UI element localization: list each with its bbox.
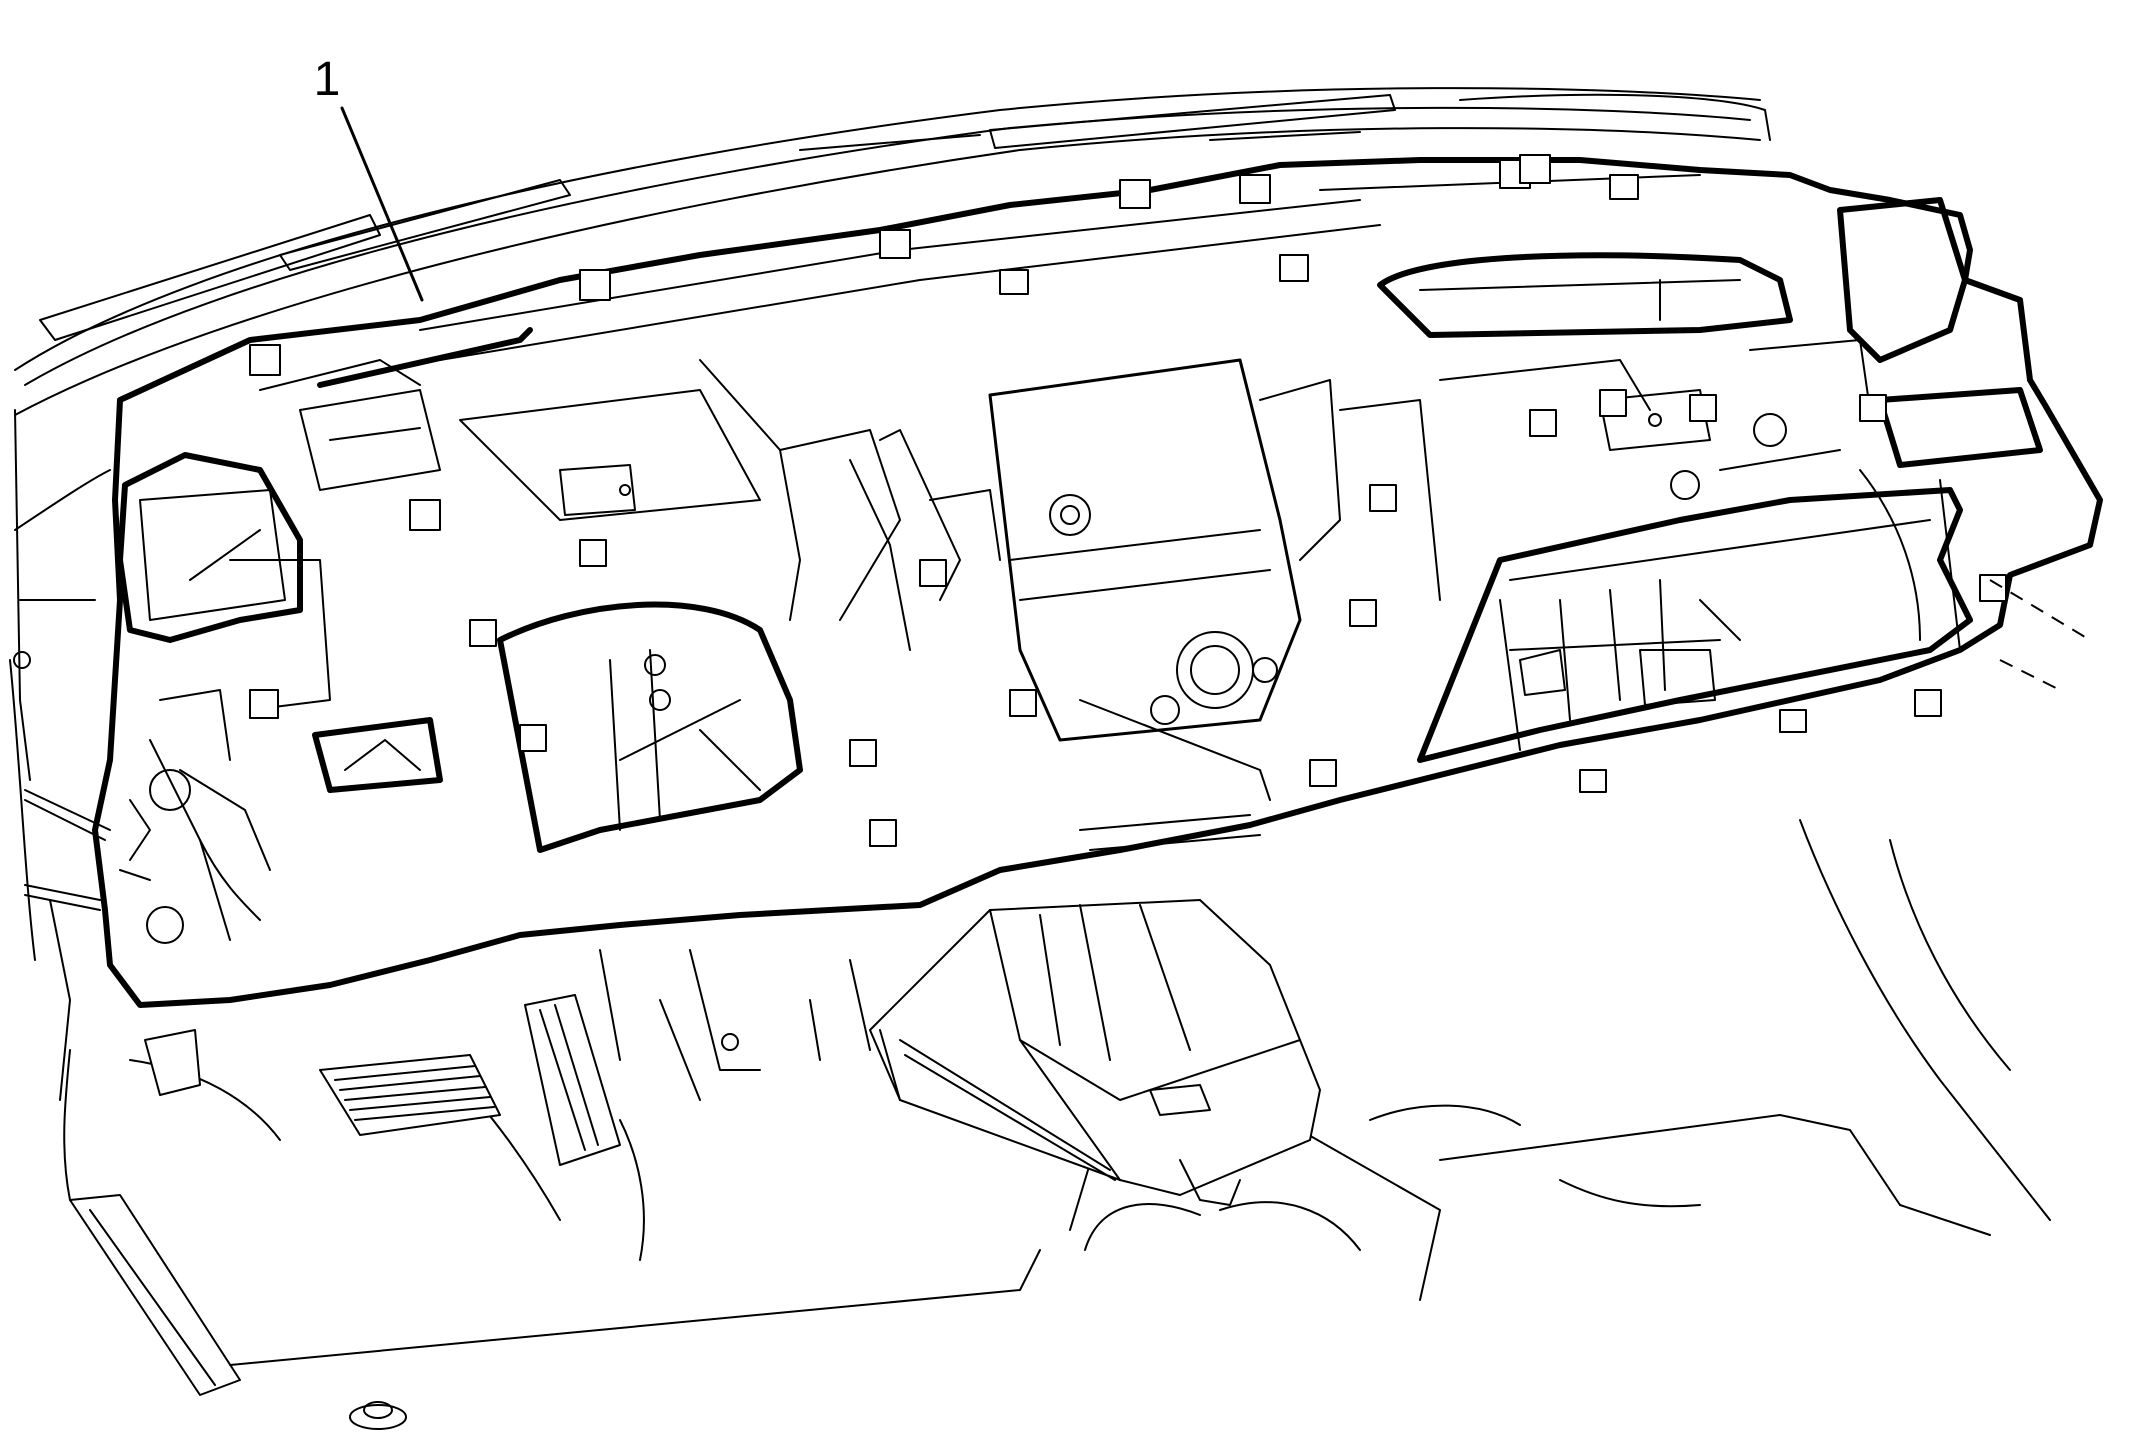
- left-a-pillar: [9, 409, 111, 1101]
- windshield-cowl: [14, 87, 1771, 416]
- pedals: [144, 994, 621, 1166]
- instrument-panel-carrier: [24, 154, 2103, 1008]
- callout-1-label: 1: [314, 53, 341, 106]
- mounting-tabs: [249, 154, 2007, 847]
- center-floor-module: [689, 899, 1321, 1206]
- callout-1: 1: [314, 53, 424, 302]
- floor-pan: [63, 819, 2051, 1430]
- callout-1-leader: [340, 106, 424, 302]
